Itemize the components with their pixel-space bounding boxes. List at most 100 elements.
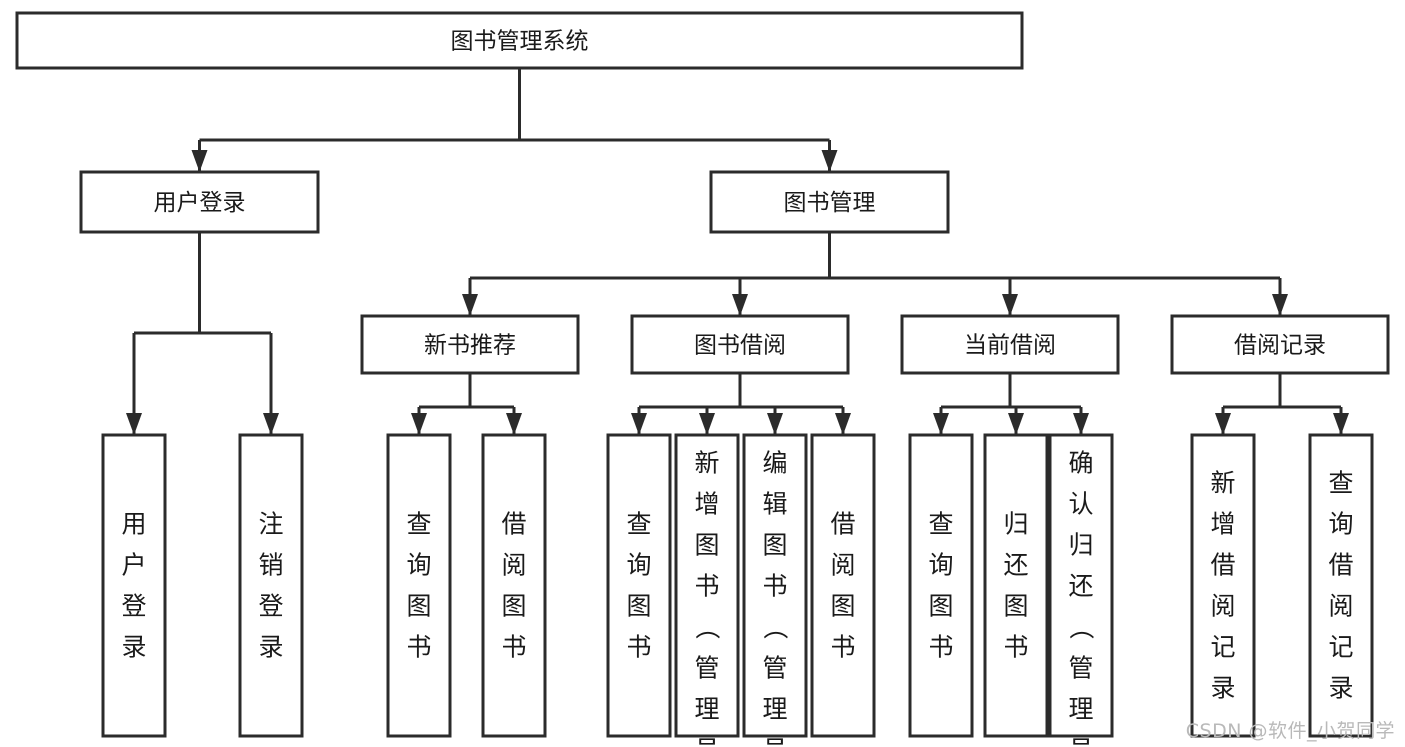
book-manage-to-level3-arrow-3 (1272, 294, 1288, 316)
node-label-root: 图书管理系统 (451, 29, 589, 55)
svg-text:查: 查 (928, 510, 953, 539)
node-box-bb-edit-book[interactable] (742, 433, 808, 738)
current-borrow-to-leaves-arrow-2 (1073, 413, 1089, 435)
svg-text:查: 查 (1328, 469, 1353, 498)
svg-text:理: 理 (1068, 695, 1093, 724)
svg-text:书: 书 (928, 633, 953, 662)
svg-text:理: 理 (762, 695, 787, 724)
node-box-book-borrow[interactable] (630, 314, 850, 375)
node-box-borrow-records[interactable] (1170, 314, 1390, 375)
svg-text:借: 借 (1210, 551, 1235, 580)
node-user-login-action[interactable]: 用户登录 (101, 433, 167, 738)
svg-text:查: 查 (626, 510, 651, 539)
node-box-user-login-action[interactable] (101, 433, 167, 738)
node-book-borrow[interactable]: 图书借阅 (630, 314, 850, 375)
node-root[interactable]: 图书管理系统 (15, 11, 1024, 70)
svg-text:（: （ (693, 614, 722, 639)
csdn-watermark: CSDN @软件_小贺同学 (1185, 720, 1395, 742)
svg-text:图: 图 (830, 592, 855, 621)
svg-text:增: 增 (1210, 510, 1235, 539)
book-borrow-to-leaves-arrow-0 (631, 413, 647, 435)
svg-text:书: 书 (501, 633, 526, 662)
svg-text:员: 员 (762, 736, 787, 747)
svg-text:认: 认 (1068, 490, 1093, 519)
node-box-bb-query-book[interactable] (606, 433, 672, 738)
svg-text:还: 还 (1003, 551, 1028, 580)
node-box-bb-borrow-book[interactable] (810, 433, 876, 738)
node-current-borrow[interactable]: 当前借阅 (900, 314, 1120, 375)
node-label-book-manage: 图书管理 (784, 190, 876, 216)
user-login-to-children-arrow-0 (126, 413, 142, 435)
svg-text:阅: 阅 (830, 551, 855, 580)
connector-lines (126, 68, 1349, 435)
node-box-nb-borrow-book[interactable] (481, 433, 547, 738)
svg-text:录: 录 (121, 633, 146, 662)
svg-text:阅: 阅 (1210, 592, 1235, 621)
node-box-cb-query-book[interactable] (908, 433, 974, 738)
svg-text:管: 管 (694, 654, 719, 683)
svg-text:（: （ (761, 614, 790, 639)
svg-text:增: 增 (694, 490, 719, 519)
node-box-book-manage[interactable] (709, 170, 950, 234)
node-new-book-recommend[interactable]: 新书推荐 (360, 314, 580, 375)
svg-text:阅: 阅 (501, 551, 526, 580)
svg-text:管: 管 (1068, 654, 1093, 683)
node-label-book-borrow: 图书借阅 (694, 333, 786, 359)
book-borrow-to-leaves-arrow-1 (699, 413, 715, 435)
svg-text:借: 借 (830, 510, 855, 539)
node-box-cb-confirm-return[interactable] (1048, 433, 1114, 738)
node-box-bb-add-book[interactable] (674, 433, 740, 738)
node-book-manage[interactable]: 图书管理 (709, 170, 950, 234)
svg-text:户: 户 (121, 551, 146, 580)
svg-text:员: 员 (694, 736, 719, 747)
borrow-records-to-leaves-arrow-0 (1215, 413, 1231, 435)
node-box-br-add-record[interactable] (1190, 433, 1256, 738)
borrow-records-to-leaves-arrow-1 (1333, 413, 1349, 435)
book-borrow-to-leaves-arrow-3 (835, 413, 851, 435)
node-box-br-query-record[interactable] (1308, 433, 1374, 738)
node-borrow-records[interactable]: 借阅记录 (1170, 314, 1390, 375)
node-label-user-login: 用户登录 (154, 190, 246, 216)
book-borrow-to-leaves-arrow-2 (767, 413, 783, 435)
svg-text:借: 借 (501, 510, 526, 539)
svg-text:图: 图 (1003, 592, 1028, 621)
svg-text:管: 管 (762, 654, 787, 683)
node-box-current-borrow[interactable] (900, 314, 1120, 375)
node-user-login[interactable]: 用户登录 (79, 170, 320, 234)
node-box-cb-return-book[interactable] (983, 433, 1049, 738)
svg-text:录: 录 (1328, 674, 1353, 703)
svg-text:归: 归 (1068, 531, 1093, 560)
svg-text:销: 销 (258, 551, 283, 580)
svg-text:图: 图 (626, 592, 651, 621)
svg-text:录: 录 (1210, 674, 1235, 703)
current-borrow-to-leaves-arrow-0 (933, 413, 949, 435)
svg-text:新: 新 (694, 449, 719, 478)
node-box-root[interactable] (15, 11, 1024, 70)
node-box-user-login[interactable] (79, 170, 320, 234)
svg-text:用: 用 (121, 510, 146, 539)
node-box-nb-query-book[interactable] (386, 433, 452, 738)
svg-text:确: 确 (1068, 449, 1093, 478)
node-box-new-book-recommend[interactable] (360, 314, 580, 375)
node-box-user-logout-action[interactable] (238, 433, 304, 738)
